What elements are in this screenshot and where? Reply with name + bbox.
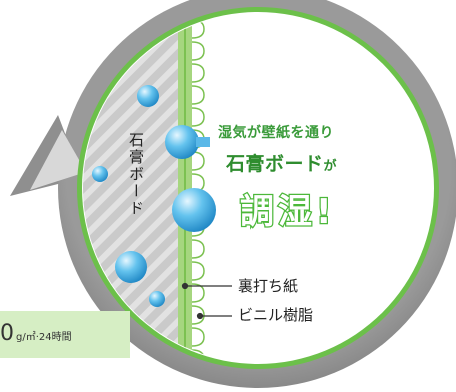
callout-backing-paper: 裏打ち紙 bbox=[238, 277, 299, 295]
callout-vinyl-resin: ビニル樹脂 bbox=[238, 306, 314, 324]
headline-line2: 石膏ボードが bbox=[226, 149, 337, 176]
badge-number: 0 bbox=[0, 321, 14, 346]
moisture-permeability-badge bbox=[0, 311, 130, 358]
moisture-bubbles bbox=[92, 85, 216, 307]
headline-board-text: 石膏ボード bbox=[226, 153, 324, 175]
gypsum-board-label: 石膏ボード bbox=[127, 132, 145, 217]
badge-unit: g/㎡·24時間 bbox=[16, 332, 72, 343]
callout-lines bbox=[181, 282, 232, 320]
headline-line3: 調湿! bbox=[239, 191, 336, 234]
headline-particle: が bbox=[323, 159, 338, 174]
headline-line1: 湿気が壁紙を通り bbox=[218, 125, 334, 141]
